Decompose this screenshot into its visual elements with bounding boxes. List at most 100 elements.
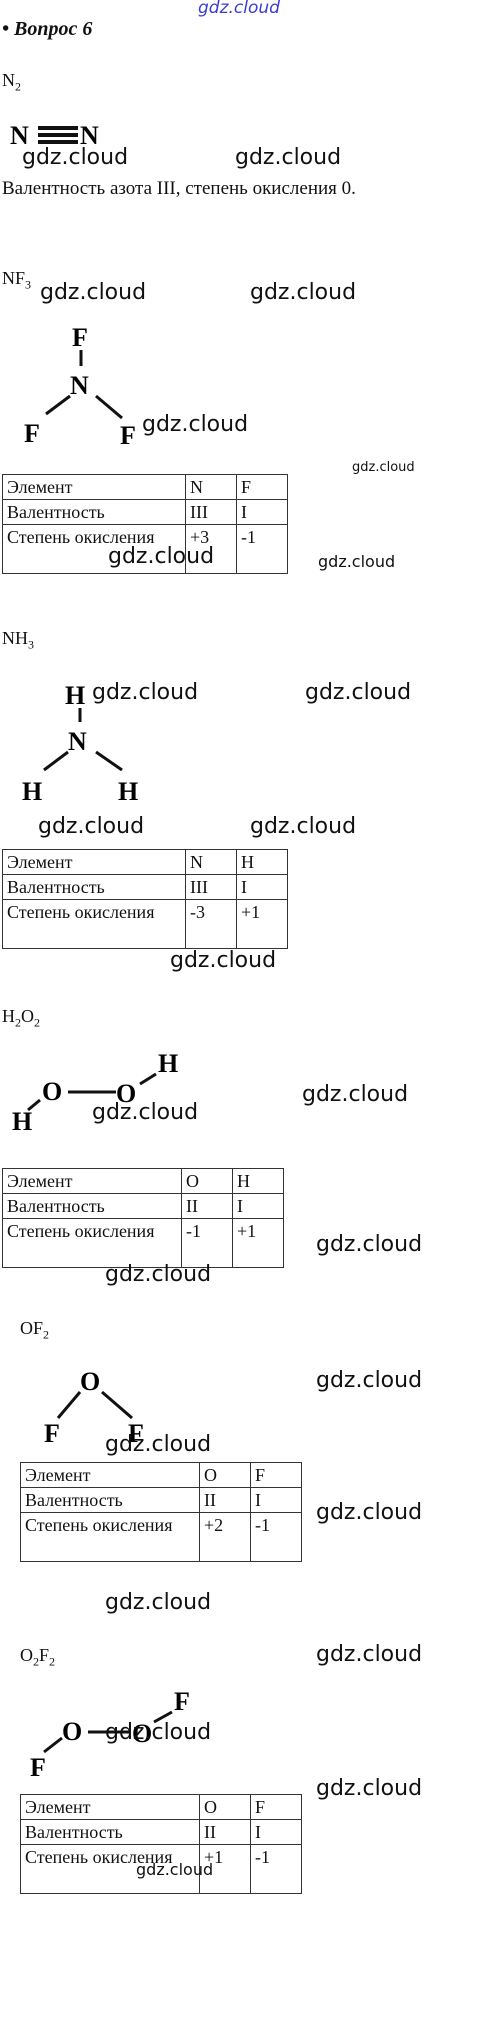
table-row-label: Степень окисления — [2, 1218, 182, 1268]
watermark: gdz.cloud — [92, 680, 199, 705]
table-header-label: Элемент — [2, 849, 186, 875]
formula-nf3: NF3 — [2, 268, 32, 292]
watermark: gdz.cloud — [250, 280, 357, 305]
atom-h-left: H — [12, 1107, 32, 1136]
atom-f-right: F — [128, 1419, 144, 1448]
watermark: gdz.cloud — [105, 1590, 212, 1615]
atom-o-right: O — [132, 1719, 152, 1748]
watermark: gdz.cloud — [316, 1232, 423, 1257]
atom-o-left: O — [42, 1077, 62, 1106]
table-header-element: H — [236, 849, 288, 875]
atom-f-right: F — [120, 421, 136, 450]
atom-o-right: O — [116, 1079, 136, 1108]
structure-of2: O F F — [44, 1367, 144, 1448]
atom-n-right: N — [80, 121, 99, 150]
structure-h2o2: H O O H — [12, 1049, 178, 1136]
table-row-label: Валентность — [20, 1487, 200, 1513]
table-header-label: Элемент — [20, 1794, 200, 1820]
atom-n-center: N — [68, 727, 87, 756]
atom-h-left: H — [22, 777, 42, 806]
structure-nf3: F N F F — [24, 323, 136, 450]
table-cell: II — [199, 1819, 251, 1845]
table-row-label: Степень окисления — [2, 899, 186, 949]
table-header-label: Элемент — [2, 474, 186, 500]
watermark-top: gdz.cloud — [198, 0, 280, 18]
table-row-label: Степень окисления — [20, 1844, 200, 1894]
atom-h-right: H — [118, 777, 138, 806]
watermark: gdz.cloud — [38, 814, 145, 839]
table-cell: +2 — [199, 1512, 251, 1562]
table-cell: I — [250, 1819, 302, 1845]
table-row-label: Степень окисления — [2, 524, 186, 574]
atom-f-left: F — [24, 419, 40, 448]
table-cell: -3 — [185, 899, 237, 949]
table-cell: II — [181, 1193, 233, 1219]
table-cell: +1 — [199, 1844, 251, 1894]
watermark: gdz.cloud — [170, 948, 277, 973]
formula-nh3: NH3 — [2, 628, 34, 652]
atom-n-left: N — [10, 121, 29, 150]
table-cell: +1 — [236, 899, 288, 949]
atom-f-right: F — [174, 1687, 190, 1716]
watermark: gdz.cloud — [40, 280, 147, 305]
table-header-element: O — [199, 1794, 251, 1820]
watermark: gdz.cloud — [105, 1432, 212, 1457]
table-row-label: Степень окисления — [20, 1512, 200, 1562]
watermark: gdz.cloud — [316, 1642, 423, 1667]
watermark: gdz.cloud — [305, 680, 412, 705]
table-header-element: F — [236, 474, 288, 500]
table-cell: II — [199, 1487, 251, 1513]
table-header-element: N — [185, 474, 237, 500]
table-cell: -1 — [236, 524, 288, 574]
watermark: gdz.cloud — [235, 145, 342, 170]
table-cell: -1 — [250, 1844, 302, 1894]
atom-f-left: F — [44, 1419, 60, 1448]
table-header-element: H — [232, 1168, 284, 1194]
table-header-label: Элемент — [20, 1462, 200, 1488]
watermark: gdz.cloud — [105, 1720, 212, 1745]
watermark: gdz.cloud — [92, 1100, 199, 1125]
watermark: gdz.cloud — [142, 412, 249, 437]
structure-nh3: H N H H — [22, 681, 138, 806]
atom-h-top: H — [65, 681, 85, 710]
structure-n2: N N — [10, 121, 99, 150]
table-cell: +1 — [232, 1218, 284, 1268]
table-row-label: Валентность — [20, 1819, 200, 1845]
table-cell: I — [236, 499, 288, 525]
atom-h-right: H — [158, 1049, 178, 1078]
table-header-label: Элемент — [2, 1168, 182, 1194]
atom-o-left: O — [62, 1717, 82, 1746]
watermark: gdz.cloud — [316, 1368, 423, 1393]
table-cell: III — [185, 499, 237, 525]
atom-f-left: F — [30, 1753, 46, 1782]
watermark: gdz.cloud — [352, 460, 415, 475]
watermark: gdz.cloud — [250, 814, 357, 839]
table-row-label: Валентность — [2, 1193, 182, 1219]
watermark: gdz.cloud — [316, 1776, 423, 1801]
watermark: gdz.cloud — [136, 1860, 214, 1879]
table-cell: -1 — [181, 1218, 233, 1268]
formula-o2f2: O2F2 — [20, 1645, 56, 1669]
structure-o2f2: O O F F — [30, 1687, 190, 1782]
table-header-element: F — [250, 1794, 302, 1820]
formula-n2: N2 — [2, 70, 21, 94]
table-header-element: N — [185, 849, 237, 875]
watermark: gdz.cloud — [316, 1500, 423, 1525]
atom-o-center: O — [80, 1367, 100, 1396]
table-row-label: Валентность — [2, 499, 186, 525]
table-cell: +3 — [185, 524, 237, 574]
table-cell: I — [232, 1193, 284, 1219]
table-cell: I — [236, 874, 288, 900]
table-header-element: O — [181, 1168, 233, 1194]
n2-valence-note: Валентность азота III, степень окисления… — [2, 178, 356, 199]
watermark: gdz.cloud — [108, 544, 215, 569]
table-header-element: F — [250, 1462, 302, 1488]
watermark: gdz.cloud — [22, 145, 129, 170]
table-cell: -1 — [250, 1512, 302, 1562]
question-title: • Вопрос 6 — [2, 18, 93, 40]
